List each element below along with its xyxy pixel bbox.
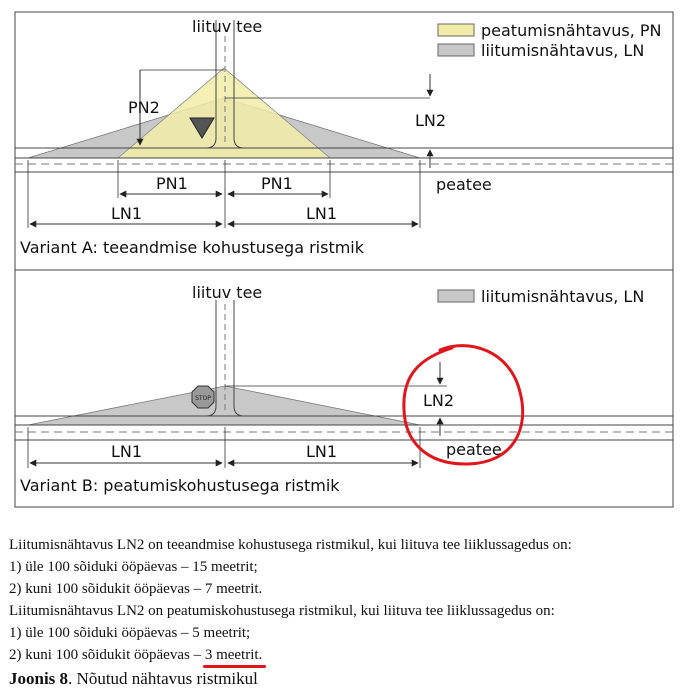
minor-road-label-b: liituv tee [192, 283, 262, 302]
legend-swatch-ln-b [437, 289, 475, 303]
caption-line: Liitumisnähtavus LN2 on teeandmise kohus… [9, 537, 572, 553]
minor-road-label-a: liituv tee [192, 17, 262, 36]
legend-swatch-pn [437, 23, 475, 37]
caption-line: Liitumisnähtavus LN2 on peatumiskohustus… [9, 603, 555, 619]
stop-sign-icon: STOP [191, 385, 215, 409]
dim-label-ln1-right-b: LN1 [306, 442, 337, 461]
panel-b-frame [14, 269, 674, 508]
main-road-label-a: peatee [436, 175, 492, 194]
dim-label-ln1-left-b: LN1 [111, 442, 142, 461]
caption-block: Liitumisnähtavus LN2 on teeandmise kohus… [9, 534, 679, 692]
dim-label-ln1-left-a: LN1 [111, 204, 142, 223]
legend-swatch-ln-a [437, 43, 475, 57]
caption-line: 1) üle 100 sõiduki ööpäevas – 15 meetrit… [9, 559, 258, 575]
stop-sign-text: STOP [195, 395, 211, 402]
caption-highlighted-value: 3 meetrit. [204, 647, 263, 663]
dim-label-pn2: PN2 [128, 98, 160, 117]
dim-label-pn1-right: PN1 [261, 174, 293, 193]
figure-caption: Joonis 8. Nõutud nähtavus ristmikul [9, 666, 679, 692]
caption-line-last: 2) kuni 100 sõidukit ööpäevas – 3 meetri… [9, 644, 679, 666]
visibility-diagram: PN2 LN2 PN1 PN1 LN1 LN1 liituv tee peate… [14, 11, 674, 508]
caption-line: 1) üle 100 sõiduki ööpäevas – 5 meetrit; [9, 625, 251, 641]
caption-line: 2) kuni 100 sõidukit ööpäevas – 7 meetri… [9, 581, 263, 597]
figure-number: Joonis 8 [9, 669, 69, 688]
legend-label-ln-a: liitumisnähtavus, LN [481, 41, 644, 60]
figure-title: . Nõutud nähtavus ristmikul [68, 669, 258, 688]
panel-b: STOP LN2 LN1 LN1 liituv tee peatee liitu… [14, 269, 674, 508]
dim-label-pn1-left: PN1 [156, 174, 188, 193]
legend-label-pn: peatumisnähtavus, PN [481, 21, 661, 40]
dim-label-ln1-right-a: LN1 [306, 204, 337, 223]
panel-a: PN2 LN2 PN1 PN1 LN1 LN1 liituv tee peate… [14, 11, 674, 271]
give-way-sign-icon [189, 117, 215, 139]
dim-label-ln2-b: LN2 [423, 391, 454, 410]
main-road-label-b: peatee [446, 440, 502, 459]
panel-b-title: Variant B: peatumiskohustusega ristmik [20, 476, 340, 495]
highlight-circle [402, 344, 525, 466]
caption-last-prefix: 2) kuni 100 sõidukit ööpäevas – [9, 647, 205, 663]
legend-label-ln-b: liitumisnähtavus, LN [481, 287, 644, 306]
panel-a-title: Variant A: teeandmise kohustusega ristmi… [20, 238, 365, 257]
dim-label-ln2-a: LN2 [415, 111, 446, 130]
